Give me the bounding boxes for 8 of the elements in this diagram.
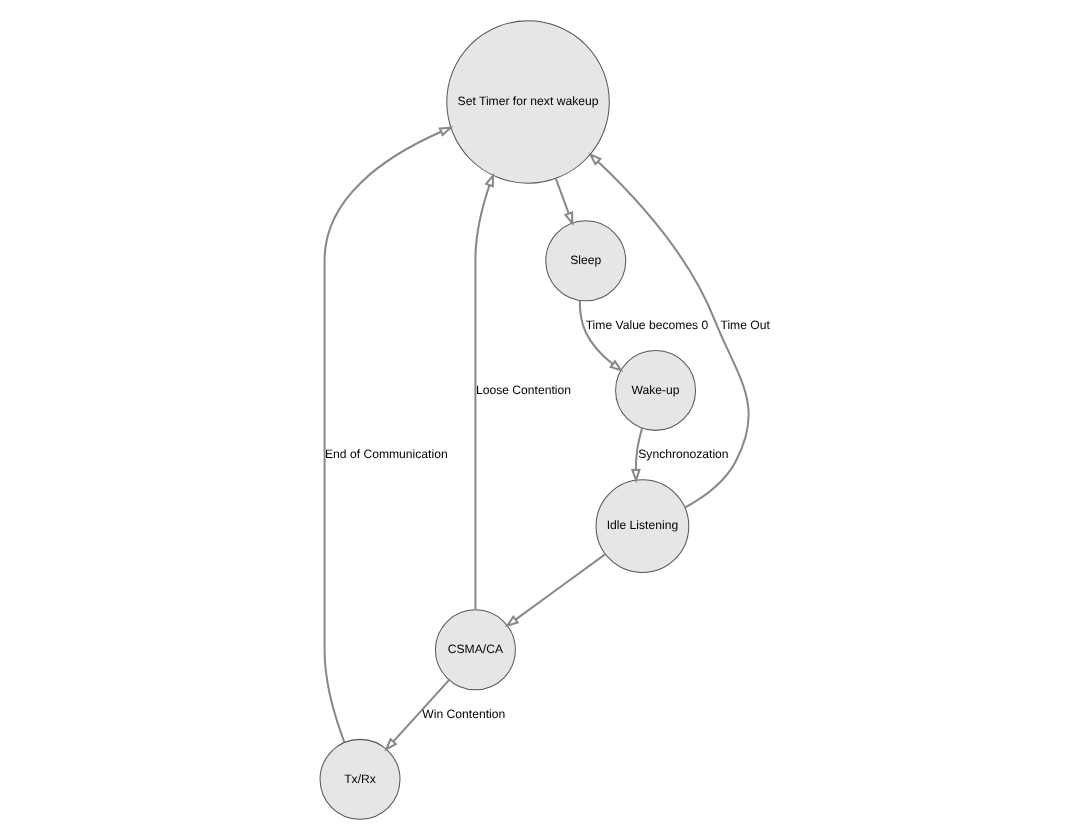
- arrow: [587, 152, 749, 509]
- arrow: [629, 427, 642, 484]
- arrow: [473, 172, 493, 610]
- arrow: [383, 679, 449, 752]
- arrow: [577, 300, 623, 373]
- arrow: [553, 178, 573, 227]
- arrow: [322, 126, 453, 743]
- arrow: [503, 553, 605, 628]
